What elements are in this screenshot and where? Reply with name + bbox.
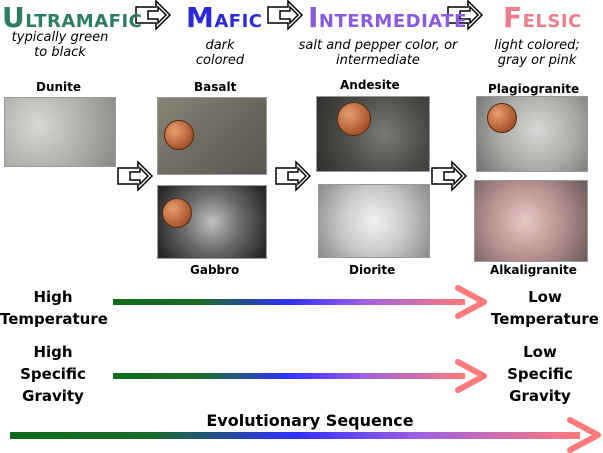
mid-arrow-3	[431, 160, 468, 192]
title-mafic-cap: M	[186, 1, 215, 34]
title-mafic-rest: AFIC	[214, 11, 263, 32]
photo-gabbro	[157, 185, 267, 259]
desc-mafic: dark colored	[195, 38, 245, 68]
title-intermediate-rest: NTERMEDIATE	[318, 11, 467, 32]
penny-plagiogranite	[487, 103, 517, 133]
penny-andesite	[337, 102, 371, 136]
desc-intermediate: salt and pepper color, or intermediate	[298, 38, 458, 68]
photo-andesite	[316, 96, 430, 172]
title-intermediate-cap: I	[308, 1, 319, 34]
gravity-arrow	[113, 359, 487, 393]
title-intermediate: INTERMEDIATE	[308, 4, 467, 32]
label-gabbro: Gabbro	[190, 263, 240, 277]
desc-ultramafic: typically green to black	[11, 30, 109, 60]
title-ultramafic-cap: U	[2, 1, 26, 34]
desc-felsic: light colored; gray or pink	[494, 38, 580, 68]
penny-basalt	[164, 120, 194, 150]
mid-arrow-1	[117, 160, 154, 192]
photo-alkaligranite	[474, 180, 588, 262]
title-mafic: MAFIC	[186, 4, 263, 32]
mid-arrow-2	[275, 160, 312, 192]
label-evolutionary-sequence: Evolutionary Sequence	[206, 411, 414, 430]
label-basalt: Basalt	[194, 80, 237, 94]
label-plagiogranite: Plagiogranite	[488, 82, 580, 96]
temperature-arrow	[113, 285, 487, 319]
label-low-specific-gravity: Low Specific Gravity	[507, 343, 573, 405]
label-dunite: Dunite	[36, 80, 82, 94]
title-arrow-3	[447, 0, 484, 31]
title-ultramafic: ULTRAMAFIC	[2, 4, 142, 32]
title-felsic-cap: F	[503, 1, 523, 34]
label-andesite: Andesite	[340, 78, 400, 92]
title-arrow-1	[135, 0, 172, 31]
photo-dunite	[4, 97, 116, 167]
title-ultramafic-rest: LTRAMAFIC	[25, 11, 143, 32]
label-alkaligranite: Alkaligranite	[490, 263, 577, 277]
title-felsic-rest: ELSIC	[522, 11, 582, 32]
label-high-specific-gravity: High Specific Gravity	[20, 343, 86, 405]
photo-plagiogranite	[476, 96, 588, 172]
photo-basalt	[157, 97, 267, 175]
label-low-temperature: Low Temperature	[491, 288, 599, 328]
title-arrow-2	[267, 0, 304, 31]
penny-gabbro	[162, 198, 192, 228]
photo-diorite	[318, 184, 430, 258]
label-diorite: Diorite	[349, 263, 396, 277]
label-high-temperature: High Temperature	[0, 288, 108, 328]
sequence-arrow	[10, 417, 601, 453]
title-felsic: FELSIC	[503, 4, 582, 32]
